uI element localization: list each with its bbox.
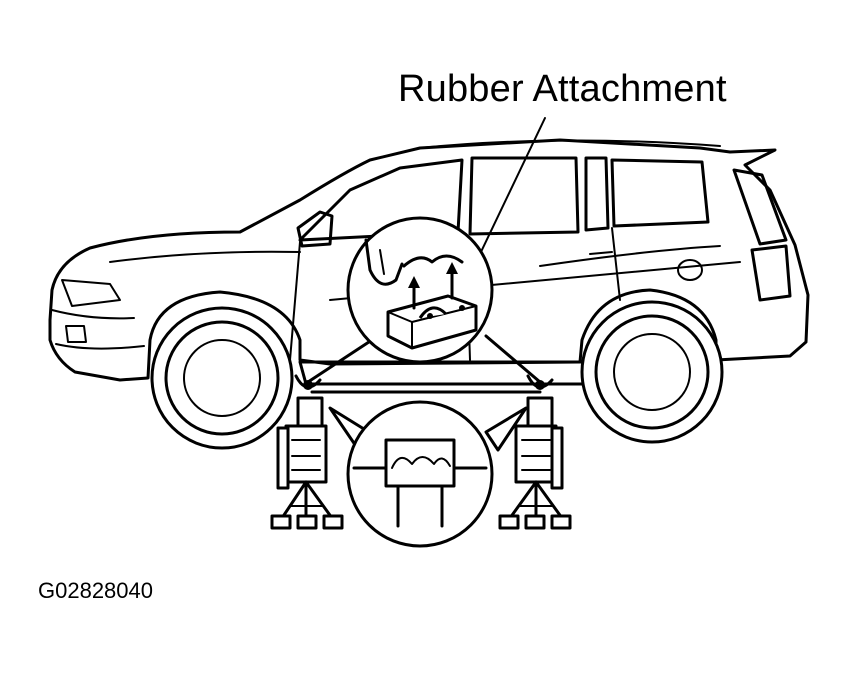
detail-bubble-upper: [346, 216, 494, 364]
front-wheel: [150, 306, 294, 450]
jack-stand-front: [270, 374, 344, 530]
rubber-attachment-label: Rubber Attachment: [398, 68, 727, 110]
jack-stand-rear: [498, 374, 572, 530]
rear-wheel: [580, 300, 724, 444]
detail-bubble-lower: [346, 400, 494, 548]
figure-code: G02828040: [38, 578, 153, 603]
